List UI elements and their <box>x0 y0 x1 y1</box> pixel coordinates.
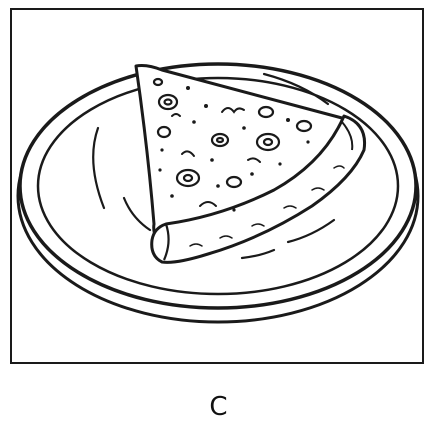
herb-topping <box>181 150 195 157</box>
pepper-dot <box>192 120 196 124</box>
pepper-dot <box>160 148 164 152</box>
pepper-dot <box>242 126 246 130</box>
pepper-dot <box>286 118 290 122</box>
olive-topping <box>157 93 179 111</box>
plate-inner-well <box>36 76 400 296</box>
pepper-dot <box>170 194 174 198</box>
herb-topping <box>171 113 181 117</box>
olive-topping <box>210 132 230 148</box>
olive-topping <box>152 77 164 87</box>
picture-card <box>10 8 424 364</box>
pepper-dot <box>232 208 236 212</box>
olive-topping <box>257 105 275 119</box>
olive-topping <box>175 168 201 188</box>
plate-shine-mark <box>92 126 106 210</box>
herb-topping <box>221 107 245 114</box>
pepper-dot <box>210 158 214 162</box>
pepper-dots <box>158 86 310 212</box>
pizza-crust <box>150 114 367 264</box>
pepper-dot <box>186 86 190 90</box>
olive-topping <box>255 132 281 152</box>
pepper-dot <box>158 168 162 172</box>
pizza-crust-fold <box>341 121 354 151</box>
olive-topping <box>156 125 172 139</box>
pizza-toppings <box>152 77 313 189</box>
herb-topping <box>247 157 261 163</box>
herb-toppings <box>171 107 261 207</box>
plate-shine-mark <box>286 218 336 244</box>
pepper-dot <box>306 140 310 144</box>
pepper-dot <box>250 172 254 176</box>
herb-topping <box>199 201 217 207</box>
pizza-on-plate-illustration <box>16 62 420 324</box>
pepper-dot <box>216 184 220 188</box>
plate-shine-mark <box>122 196 152 232</box>
olive-topping <box>163 98 173 106</box>
pizza-crust-fold <box>162 223 170 261</box>
olive-topping <box>295 119 313 133</box>
olive-topping <box>182 173 194 183</box>
olive-topping <box>215 136 225 144</box>
olive-topping <box>262 137 274 147</box>
pizza-crust-texture <box>189 165 345 247</box>
plate-shine-mark <box>262 72 330 106</box>
olive-topping <box>225 175 243 189</box>
pepper-dot <box>278 162 282 166</box>
plate-shine-mark <box>240 248 276 260</box>
option-label: C <box>209 392 228 422</box>
pepper-dot <box>204 104 208 108</box>
